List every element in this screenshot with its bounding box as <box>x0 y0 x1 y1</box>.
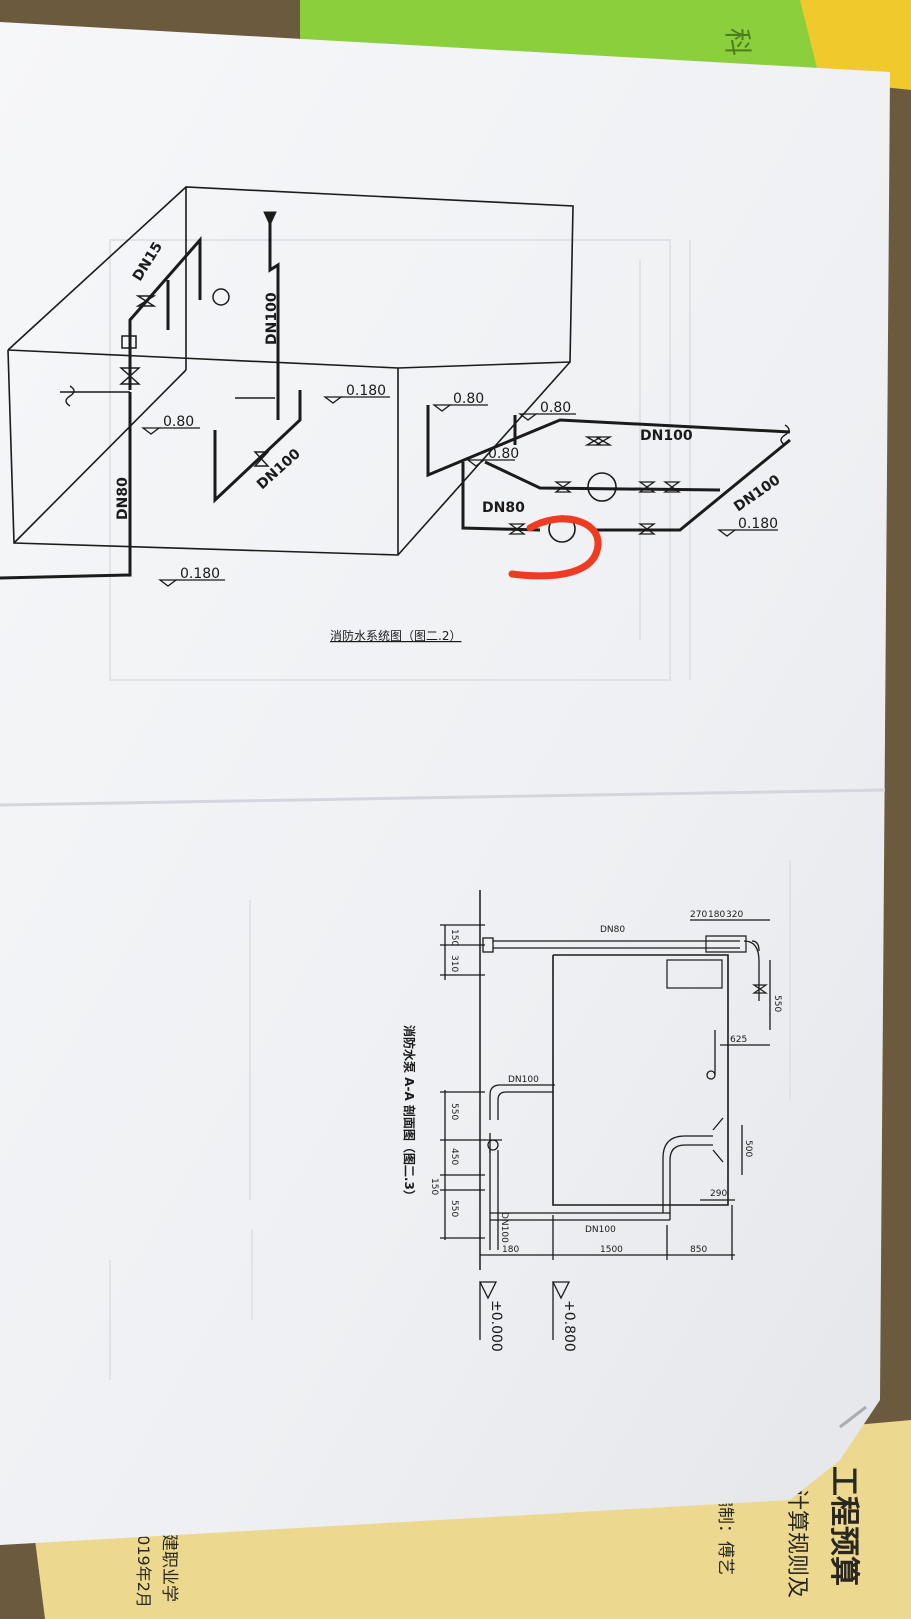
tank-edge-front <box>7 349 399 369</box>
system-diagram-caption: 消防水系统图（图二.2） <box>330 628 461 643</box>
paper-fold <box>0 788 886 807</box>
dim-180: 180 <box>708 910 725 920</box>
tank-edge-top-right <box>397 361 571 369</box>
pump-suction-bottom <box>461 462 541 532</box>
pump-section-diagram <box>440 890 771 1340</box>
elev-5: 0.80 <box>540 400 571 416</box>
yellow-folder <box>800 0 911 90</box>
elevation-markers <box>141 396 778 587</box>
bleed-through <box>109 239 791 1380</box>
red-circle-annotation <box>508 515 602 580</box>
level-pm0000: ±0.000 <box>488 1300 504 1352</box>
dim-270: 270 <box>690 910 707 920</box>
dim-450: 450 <box>449 1148 459 1165</box>
dn100-internal-pipe <box>213 390 302 504</box>
cover-top-char: 科 <box>721 28 754 56</box>
inlet-break-mark <box>65 385 75 407</box>
sec-dn100-riser: DN100 <box>499 1212 509 1243</box>
dim-1500: 1500 <box>600 1245 623 1255</box>
elev-4: 0.80 <box>453 391 484 407</box>
dim-290: 290 <box>710 1189 727 1199</box>
elev-6: 0.80 <box>488 446 519 462</box>
float-ball <box>212 288 230 306</box>
cover-editor: 编制：傅艺 <box>715 1490 735 1575</box>
dim-320: 320 <box>726 910 743 920</box>
dim-550c: 550 <box>449 1200 459 1217</box>
pump-basin <box>552 954 729 1206</box>
sec-dn80: DN80 <box>600 925 625 935</box>
level-plus0800: +0.800 <box>561 1300 577 1352</box>
staple <box>839 1405 867 1429</box>
dim-150b: 150 <box>429 1178 439 1195</box>
cover-date: 2019年2月 <box>134 1525 153 1608</box>
dim-550b: 550 <box>449 1103 459 1120</box>
elev-3: 0.180 <box>346 383 386 399</box>
section-diagram-caption: 消防水泵 A-A 剖面图（图二.3） <box>402 1025 417 1202</box>
paper-sheet <box>0 22 890 1545</box>
dn100-riser <box>268 215 280 420</box>
sec-dn100-lower: DN100 <box>585 1225 616 1235</box>
label-dn80-left: DN80 <box>115 477 131 520</box>
pump-discharge-mid <box>484 460 721 492</box>
tank-edge-bottom-diag <box>13 369 187 544</box>
elev-2: 0.80 <box>163 414 194 430</box>
dn80-pipe <box>0 392 132 580</box>
meter-box <box>121 335 137 349</box>
pump-suction-top <box>426 405 791 478</box>
dim-500: 500 <box>743 1140 753 1157</box>
label-dn80-pump: DN80 <box>482 500 525 516</box>
pump-discharge-header <box>590 438 791 532</box>
dim-310: 310 <box>449 955 459 972</box>
dim-180b: 180 <box>502 1245 519 1255</box>
elev-1: 0.180 <box>180 566 220 582</box>
pump-motor <box>666 959 723 989</box>
dn15-pipe <box>128 236 202 390</box>
fire-pump-1 <box>587 472 617 502</box>
dim-550a: 550 <box>772 995 782 1012</box>
cover-title: 工程预算 <box>826 1466 861 1586</box>
dim-625: 625 <box>730 1035 747 1045</box>
dim-850: 850 <box>690 1245 707 1255</box>
gate-valve <box>119 367 141 385</box>
label-dn100-top: DN100 <box>640 428 693 444</box>
fire-water-system-diagram <box>0 186 791 580</box>
sec-dn100-upper: DN100 <box>508 1075 539 1085</box>
dim-150: 150 <box>449 929 459 946</box>
label-dn100-riser: DN100 <box>264 292 280 345</box>
elev-7: 0.180 <box>738 516 778 532</box>
section-diagram-text: DN80 DN100 DN100 DN100 270 180 320 150 3… <box>402 910 782 1352</box>
